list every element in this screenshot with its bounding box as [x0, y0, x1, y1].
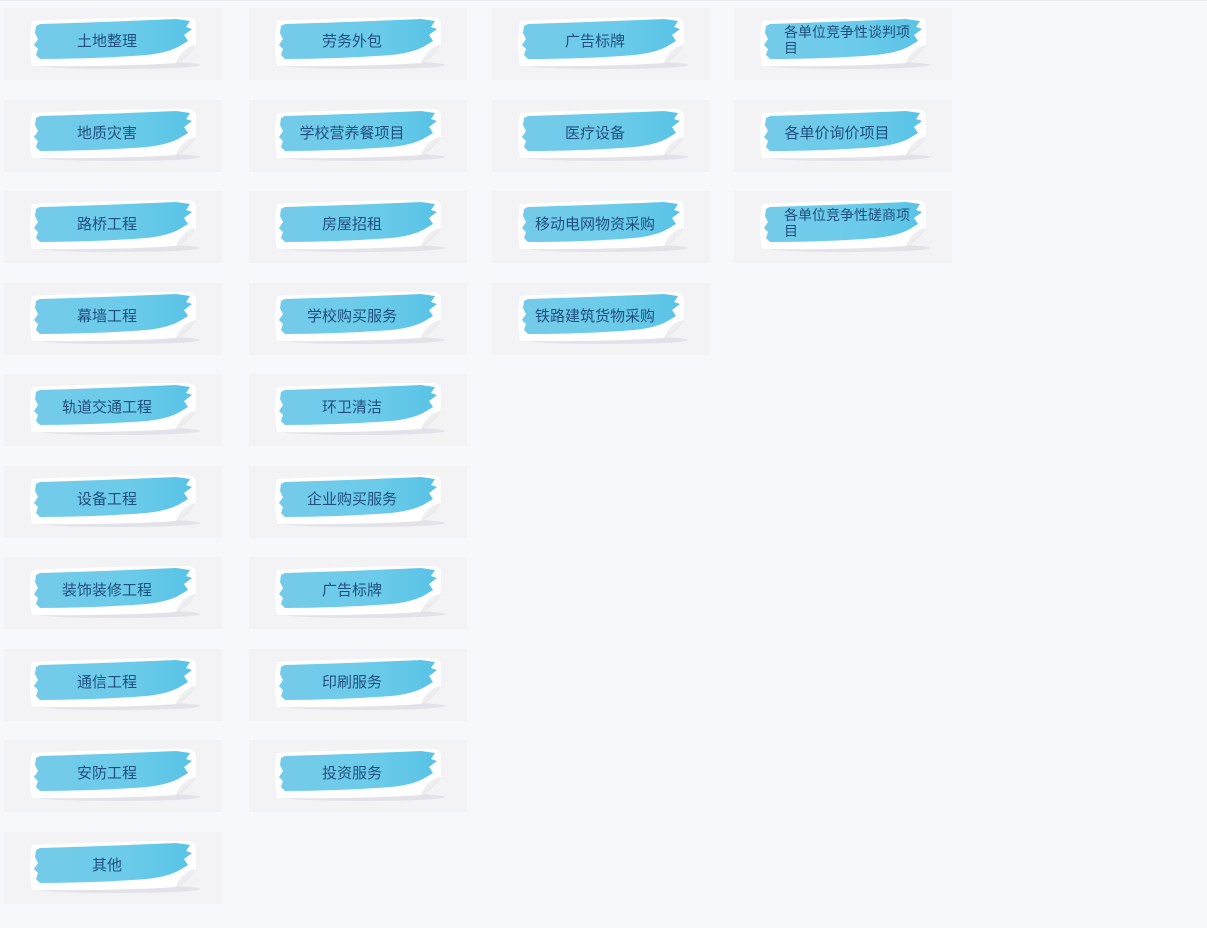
brush-sticker-icon — [26, 473, 202, 527]
category-label: 投资服务 — [321, 763, 382, 782]
brush-sticker-icon — [271, 107, 447, 161]
category-label: 企业购买服务 — [306, 489, 397, 508]
brush-sticker-icon — [271, 564, 447, 618]
brush-sticker-icon — [271, 473, 447, 527]
category-label: 路桥工程 — [76, 214, 137, 233]
category-label: 各单位竞争性磋商项目 — [784, 208, 910, 240]
brush-sticker-icon — [26, 107, 202, 161]
category-label: 设备工程 — [76, 489, 137, 508]
category-label: 印刷服务 — [321, 672, 382, 691]
category-tile-20[interactable]: 广告标牌 — [249, 557, 467, 629]
category-tile-8[interactable]: 路桥工程 — [4, 191, 222, 263]
category-tile-25[interactable]: 其他 — [4, 832, 222, 904]
category-label: 环卫清洁 — [321, 397, 382, 416]
brush-sticker-icon — [26, 198, 202, 252]
category-label: 各单价询价项目 — [784, 123, 890, 142]
brush-sticker-icon — [271, 198, 447, 252]
category-tile-7[interactable]: 各单价询价项目 — [734, 100, 952, 172]
brush-sticker-icon — [271, 15, 447, 69]
category-label: 其他 — [91, 855, 122, 874]
category-tile-1[interactable]: 劳务外包 — [249, 8, 467, 80]
brush-sticker-icon — [514, 290, 690, 344]
brush-sticker-icon — [26, 839, 202, 893]
brush-sticker-icon — [271, 747, 447, 801]
category-tile-18[interactable]: 企业购买服务 — [249, 466, 467, 538]
category-label: 通信工程 — [76, 672, 137, 691]
category-label: 学校营养餐项目 — [299, 123, 405, 142]
category-label: 移动电网物资采购 — [534, 214, 655, 233]
brush-sticker-icon — [514, 107, 690, 161]
brush-sticker-icon — [271, 381, 447, 435]
category-tile-0[interactable]: 土地整理 — [4, 8, 222, 80]
category-tile-6[interactable]: 医疗设备 — [492, 100, 710, 172]
category-tile-16[interactable]: 环卫清洁 — [249, 374, 467, 446]
category-tile-22[interactable]: 印刷服务 — [249, 649, 467, 721]
category-label: 医疗设备 — [564, 123, 625, 142]
category-label: 学校购买服务 — [306, 306, 397, 325]
brush-sticker-icon — [26, 656, 202, 710]
category-tile-17[interactable]: 设备工程 — [4, 466, 222, 538]
brush-sticker-icon — [514, 198, 690, 252]
category-label: 广告标牌 — [564, 31, 625, 50]
category-tile-10[interactable]: 移动电网物资采购 — [492, 191, 710, 263]
category-label: 安防工程 — [76, 763, 137, 782]
category-label: 各单位竞争性谈判项目 — [784, 25, 910, 57]
category-tile-21[interactable]: 通信工程 — [4, 649, 222, 721]
brush-sticker-icon — [756, 198, 932, 252]
category-label: 房屋招租 — [321, 214, 382, 233]
category-tile-4[interactable]: 地质灾害 — [4, 100, 222, 172]
brush-sticker-icon — [271, 656, 447, 710]
category-tile-24[interactable]: 投资服务 — [249, 740, 467, 812]
brush-sticker-icon — [26, 381, 202, 435]
brush-sticker-icon — [514, 15, 690, 69]
category-tile-12[interactable]: 幕墙工程 — [4, 283, 222, 355]
category-tile-23[interactable]: 安防工程 — [4, 740, 222, 812]
category-label: 铁路建筑货物采购 — [534, 306, 655, 325]
category-tile-11[interactable]: 各单位竞争性磋商项目 — [734, 191, 952, 263]
category-tile-5[interactable]: 学校营养餐项目 — [249, 100, 467, 172]
brush-sticker-icon — [271, 290, 447, 344]
category-tile-13[interactable]: 学校购买服务 — [249, 283, 467, 355]
brush-sticker-icon — [26, 564, 202, 618]
category-tile-2[interactable]: 广告标牌 — [492, 8, 710, 80]
brush-sticker-icon — [26, 747, 202, 801]
category-label: 广告标牌 — [321, 580, 382, 599]
category-label: 装饰装修工程 — [61, 580, 152, 599]
brush-sticker-icon — [756, 107, 932, 161]
category-tile-9[interactable]: 房屋招租 — [249, 191, 467, 263]
brush-sticker-icon — [26, 15, 202, 69]
category-tile-14[interactable]: 铁路建筑货物采购 — [492, 283, 710, 355]
category-label: 劳务外包 — [321, 31, 382, 50]
category-tile-15[interactable]: 轨道交通工程 — [4, 374, 222, 446]
category-label: 幕墙工程 — [76, 306, 137, 325]
category-label: 轨道交通工程 — [61, 397, 152, 416]
brush-sticker-icon — [756, 15, 932, 69]
category-tile-3[interactable]: 各单位竞争性谈判项目 — [734, 8, 952, 80]
category-label: 土地整理 — [76, 31, 137, 50]
brush-sticker-icon — [26, 290, 202, 344]
category-tile-19[interactable]: 装饰装修工程 — [4, 557, 222, 629]
category-label: 地质灾害 — [76, 123, 137, 142]
